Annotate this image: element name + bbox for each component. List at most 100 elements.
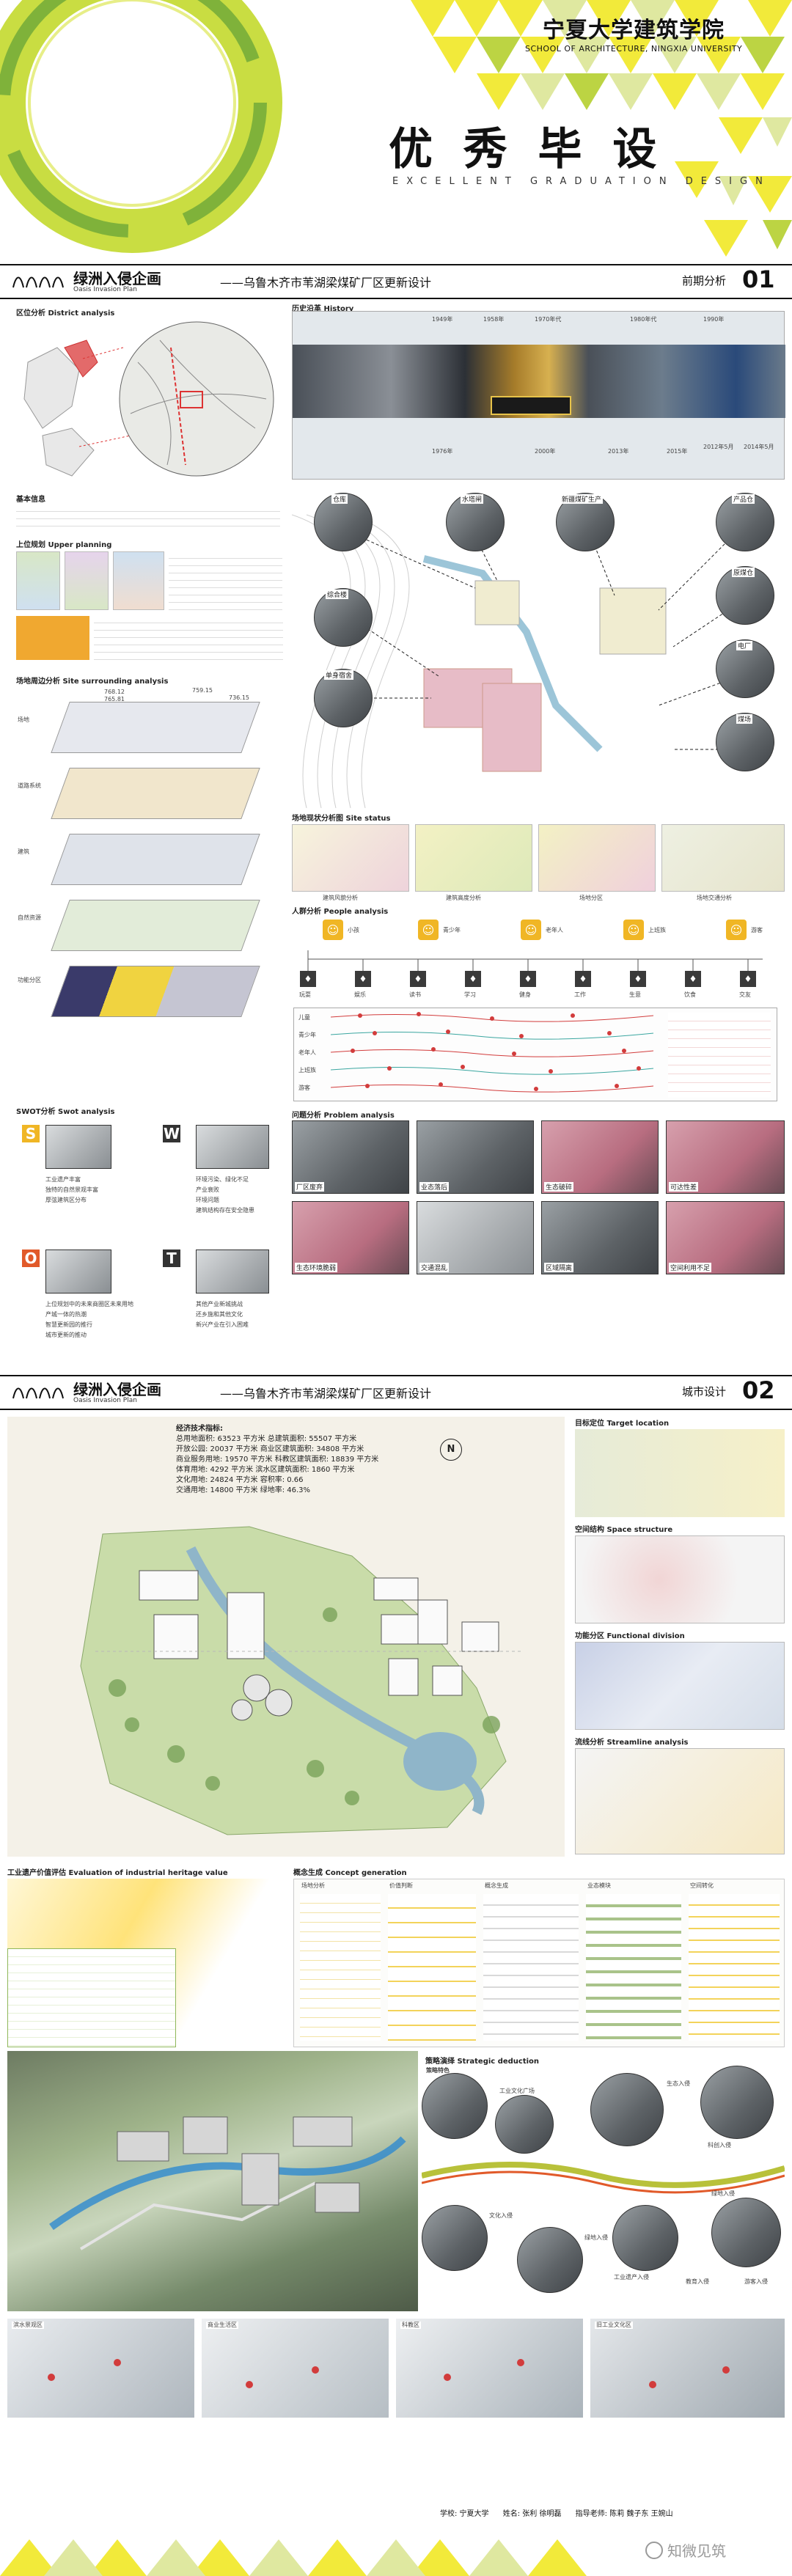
problem-photo-7 — [541, 1201, 659, 1274]
upper-plan-text — [169, 551, 282, 610]
concept-col-3: 概念生成 — [485, 1882, 508, 1889]
status-map-3 — [538, 824, 656, 892]
concept-col-2: 价值判断 — [389, 1882, 413, 1889]
strategy-label-1: 策略特色 — [426, 2067, 450, 2074]
site-surround-heading: 场地周边分析 Site surrounding analysis — [16, 678, 169, 686]
project-title-2: 绿洲入侵企画 — [73, 1381, 161, 1398]
status-map-1 — [292, 824, 409, 892]
people-heading: 人群分析 People analysis — [292, 908, 389, 916]
problem-grid: 厂区废弃 业态落后 生态破碎 可达性差 生态环境脆弱 交通混乱 区域隔离 空间利… — [292, 1120, 785, 1371]
hist-year-2: 1958年 — [483, 316, 505, 323]
history-badge — [491, 396, 571, 415]
hist-year-4: 1976年 — [432, 448, 453, 455]
person-icon-elder: ☺ — [521, 920, 541, 940]
stat-2: 开放公园: 20037 平方米 商业区建筑面积: 34808 平方米 — [176, 1445, 364, 1453]
triangle-mosaic — [411, 0, 792, 257]
timeline-row-3: 老年人 — [298, 1049, 316, 1056]
swot-o-2: 产城一体的热潮 — [45, 1311, 87, 1318]
layer-road — [51, 768, 260, 819]
hist-year-9: 2015年 — [667, 448, 688, 455]
stat-4: 体育用地: 4292 平方米 滨水区建筑面积: 1860 平方米 — [176, 1466, 355, 1474]
problem-photo-1 — [292, 1120, 409, 1194]
activity-icon-study: ♦ — [465, 971, 481, 987]
activity-icon-work: ♦ — [575, 971, 591, 987]
stat-1: 总用地面积: 63523 平方米 总建筑面积: 55507 平方米 — [176, 1435, 357, 1443]
person-icon-tourist: ☺ — [726, 920, 747, 940]
level-1: 759.15 — [192, 687, 213, 694]
strategy-circle-8 — [711, 2198, 781, 2267]
top-banner: 宁夏大学建筑学院 SCHOOL OF ARCHITECTURE, NINGXIA… — [0, 0, 792, 264]
level-2: 765.81 — [104, 696, 125, 702]
site-status-heading: 场地现状分析图 Site status — [292, 815, 391, 823]
aerial-overlay — [49, 2116, 406, 2250]
swot-s-1: 工业遗产丰富 — [45, 1176, 81, 1183]
hist-year-7: 2000年 — [535, 448, 556, 455]
activity-icon-business: ♦ — [630, 971, 646, 987]
activity-food: 饮食 — [684, 991, 696, 998]
status-map-4 — [661, 824, 785, 892]
project-subtitle-2: ——乌鲁木齐市苇湖梁煤矿厂区更新设计 — [220, 1387, 432, 1401]
status-map-2 — [415, 824, 532, 892]
footer-names: 姓名: 张利 徐明磊 — [502, 2510, 562, 2518]
group-teen: 青少年 — [443, 927, 461, 933]
map-label-3: 新疆煤矿生产 — [560, 494, 604, 504]
activity-play: 玩耍 — [299, 991, 311, 998]
vignette-label-1: 滨水景观区 — [12, 2322, 44, 2329]
swot-o-1: 上位规划中的未来商圈区未来用地 — [45, 1301, 133, 1307]
swot-o-letter: O — [22, 1250, 40, 1267]
activity-fitness: 健身 — [519, 991, 531, 998]
problem-label-7: 区域隔离 — [544, 1263, 574, 1272]
swot-t-1: 其他产业新城挑战 — [196, 1301, 243, 1307]
vignette-3 — [396, 2319, 583, 2418]
function-heading: 功能分区 Functional division — [575, 1632, 685, 1640]
swot-heading: SWOT分析 Swot analysis — [16, 1108, 115, 1116]
layer-label-3: 建筑 — [18, 848, 29, 855]
swot-s-letter: S — [22, 1125, 40, 1142]
stat-6: 交通用地: 14800 平方米 绿地率: 46.3% — [176, 1486, 311, 1494]
problem-photo-3 — [541, 1120, 659, 1194]
layer-building — [51, 834, 260, 885]
problem-label-4: 可达性差 — [669, 1182, 699, 1192]
streamline-map — [575, 1748, 785, 1854]
upper-plan-map-1 — [16, 551, 60, 610]
concept-col-1-box — [300, 1894, 381, 2041]
project-title-en-2: Oasis Invasion Plan — [73, 1397, 137, 1404]
aerial-render — [7, 2051, 418, 2311]
swot-grid: S 工业遗产丰富 独特的自然景观丰富 厚弦建筑区分布 W 环境污染、绿化不足 产… — [16, 1118, 284, 1367]
target-heading: 目标定位 Target location — [575, 1420, 670, 1428]
timeline-row-2: 青少年 — [298, 1032, 316, 1038]
footer-credits: 学校: 宁夏大学 姓名: 张利 徐明磊 指导老师: 陈莉 魏子东 王婉山 — [440, 2507, 785, 2519]
group-tourist: 游客 — [751, 927, 763, 933]
watermark-text: 知微见筑 — [667, 2542, 726, 2560]
heritage-heading: 工业遗产价值评估 Evaluation of industrial herita… — [7, 1869, 228, 1877]
status-label-3: 场地分区 — [579, 895, 603, 901]
group-child: 小孩 — [348, 927, 359, 933]
vignette-4 — [590, 2319, 785, 2418]
vignette-1 — [7, 2319, 194, 2418]
streamline-heading: 流线分析 Streamline analysis — [575, 1739, 689, 1747]
timeline-curves — [331, 1012, 654, 1093]
stats-title: 经济技术指标: — [176, 1425, 223, 1433]
people-timeline: 儿童 青少年 老年人 上班族 游客 — [293, 1008, 777, 1101]
swot-w-photo — [196, 1125, 269, 1169]
base-info-heading: 基本信息 — [16, 496, 45, 504]
problem-label-8: 空间利用不足 — [669, 1263, 712, 1272]
board1-header: 绿洲入侵企画 Oasis Invasion Plan ——乌鲁木齐市苇湖梁煤矿厂… — [0, 265, 792, 299]
activity-study: 学习 — [464, 991, 476, 998]
watermark-logo-icon — [645, 2541, 663, 2559]
status-label-2: 建筑高度分析 — [446, 895, 481, 901]
logo-icon — [12, 276, 64, 288]
activity-icon-fun: ♦ — [355, 971, 371, 987]
upper-plan-map-3 — [113, 551, 164, 610]
main-title: 优 秀 毕 设 — [389, 124, 657, 175]
header-rule — [0, 298, 792, 299]
master-plan: 经济技术指标: 总用地面积: 63523 平方米 总建筑面积: 55507 平方… — [7, 1417, 565, 1857]
activity-icon-read: ♦ — [410, 971, 426, 987]
problem-photo-4 — [666, 1120, 785, 1194]
swot-o-4: 城市更新的推动 — [45, 1332, 87, 1338]
heritage-table — [7, 1948, 176, 2047]
main-title-en: EXCELLENT GRADUATION DESIGN — [392, 176, 771, 187]
stat-3: 商业服务用地: 19570 平方米 科教区建筑面积: 18839 平方米 — [176, 1456, 379, 1464]
swot-s-2: 独特的自然景观丰富 — [45, 1186, 98, 1193]
history-band: 1949年 1958年 1970年代 1976年 1980年代 1990年 20… — [292, 311, 785, 480]
